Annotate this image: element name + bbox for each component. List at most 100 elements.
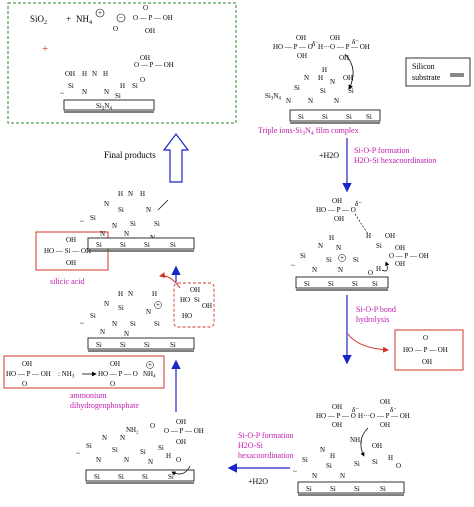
svg-text:NH4: NH4 (143, 370, 156, 380)
svg-text:H···O — P — OH: H···O — P — OH (358, 412, 410, 420)
svg-text:: NH3: : NH3 (58, 370, 75, 380)
svg-text:O: O (22, 380, 27, 388)
triple-ions-label: Triple ions-Si3N4 film complex (258, 126, 359, 137)
svg-text:H: H (330, 452, 335, 460)
step2-label-line1: Si-O-P bond (356, 305, 396, 314)
phosphate-top-o: O (143, 4, 148, 12)
svg-text:OH: OH (343, 74, 353, 82)
svg-text:δ⁻: δ⁻ (355, 200, 362, 208)
svg-text:HO — P — OH: HO — P — OH (6, 370, 51, 378)
svg-text:Si: Si (168, 473, 174, 481)
structure-upper-left: H N H N Si N Si N Si Si N N N ~ Si Si Si… (80, 190, 195, 252)
svg-text:O — P — OH: O — P — OH (134, 61, 174, 69)
svg-text:Si: Si (326, 462, 332, 470)
svg-text:δ⁻: δ⁻ (390, 406, 397, 414)
svg-text:Si: Si (300, 252, 306, 260)
svg-text:Si: Si (322, 113, 328, 121)
phosphate-bottom-oh: OH (145, 27, 155, 35)
svg-text:N: N (148, 458, 153, 466)
svg-text:δ⁻: δ⁻ (352, 406, 359, 414)
svg-text:Si: Si (142, 473, 148, 481)
svg-text:HO — P — O: HO — P — O (98, 370, 138, 378)
svg-text:N: N (82, 88, 87, 96)
svg-text:Si: Si (354, 485, 360, 493)
svg-text:Si: Si (306, 485, 312, 493)
svg-text:~: ~ (293, 468, 297, 476)
svg-text:Si: Si (354, 460, 360, 468)
svg-text:H: H (82, 70, 87, 78)
svg-text:~: ~ (60, 90, 64, 98)
svg-text:H: H (366, 232, 371, 240)
svg-text:Si: Si (154, 320, 160, 328)
svg-text:N: N (104, 300, 109, 308)
svg-text:Si: Si (298, 113, 304, 121)
svg-text:substrate: substrate (412, 73, 441, 82)
svg-text:HO: HO (180, 296, 190, 304)
ammonium-label-line2: dihydrogenphosphate (70, 401, 139, 410)
svg-text:NH₂: NH₂ (126, 426, 139, 434)
legend-box: Silicon substrate (405, 57, 471, 87)
svg-text:N: N (146, 206, 151, 214)
svg-text:N: N (124, 230, 129, 238)
svg-text:OH: OH (65, 70, 75, 78)
svg-text:Si: Si (112, 446, 118, 454)
svg-text:NH₂: NH₂ (350, 436, 363, 444)
svg-text:N: N (312, 472, 317, 480)
svg-text:N: N (146, 308, 151, 316)
negative-charge-icon: − (119, 14, 123, 22)
svg-text:Si: Si (304, 280, 310, 288)
svg-text:H: H (388, 454, 393, 462)
svg-text:HO — Si — OH: HO — Si — OH (44, 247, 91, 255)
svg-text:Si: Si (90, 214, 96, 222)
svg-text:N: N (112, 222, 117, 230)
svg-text:N: N (124, 456, 129, 464)
svg-text:H: H (322, 66, 327, 74)
svg-text:Si: Si (86, 442, 92, 450)
svg-text:Si: Si (348, 87, 354, 95)
substrate-swatch (450, 73, 464, 77)
structure-triple-ions-complex: OH OH HO — P — O δ⁻ H···O — P — OH δ⁻ OH… (258, 34, 381, 137)
svg-text:N: N (330, 78, 335, 86)
svg-text:OH: OH (296, 34, 306, 42)
svg-text:H···O — P — OH: H···O — P — OH (318, 43, 370, 51)
svg-text:Si: Si (170, 241, 176, 249)
svg-text:δ⁻: δ⁻ (352, 38, 359, 46)
svg-text:N: N (100, 328, 105, 336)
svg-text:HO: HO (182, 312, 192, 320)
svg-text:OH: OH (22, 360, 32, 368)
svg-text:N: N (334, 97, 339, 105)
svg-text:Si: Si (346, 113, 352, 121)
phosphate-o-p: O — P — OH (133, 14, 173, 22)
svg-text:OH: OH (380, 421, 390, 429)
final-products-label: Final products (104, 150, 156, 160)
svg-text:N: N (128, 290, 133, 298)
structure-middle-left: H N H N Si + N Si N Si Si N N ~ OH HO Si… (80, 282, 215, 352)
final-products-box: SiO2 + NH4 + − O O — P — OH O OH + OH H … (7, 2, 237, 124)
svg-text:OH: OH (140, 54, 150, 62)
step2-label-line2: hydrolysis (356, 315, 389, 324)
silicic-acid-label: silicic acid (50, 277, 84, 286)
svg-text:N: N (124, 330, 129, 338)
svg-text:+: + (148, 361, 152, 369)
svg-text:HO — P — O: HO — P — O (316, 206, 356, 214)
svg-text:O: O (396, 462, 401, 470)
svg-text:~: ~ (76, 450, 80, 458)
svg-text:OH: OH (332, 403, 342, 411)
sio2-text: SiO2 (30, 14, 47, 26)
svg-text:O: O (140, 76, 145, 84)
svg-text:N: N (96, 456, 101, 464)
step1-label-line2: H2O-Si hexacoordination (354, 156, 436, 165)
svg-text:N: N (318, 242, 323, 250)
svg-text:Silicon: Silicon (412, 62, 435, 71)
svg-text:Si3N4: Si3N4 (96, 102, 112, 112)
svg-text:N: N (100, 230, 105, 238)
svg-text:Si: Si (328, 280, 334, 288)
svg-text:O: O (110, 380, 115, 388)
svg-text:Si: Si (380, 485, 386, 493)
svg-text:~: ~ (291, 262, 295, 270)
svg-text:Si: Si (372, 458, 378, 466)
svg-text:HO — P — OH: HO — P — OH (403, 346, 448, 354)
step3-label-line3: hexacoordination (238, 451, 294, 460)
svg-text:O — P — OH: O — P — OH (164, 427, 204, 435)
svg-text:H: H (376, 265, 381, 273)
